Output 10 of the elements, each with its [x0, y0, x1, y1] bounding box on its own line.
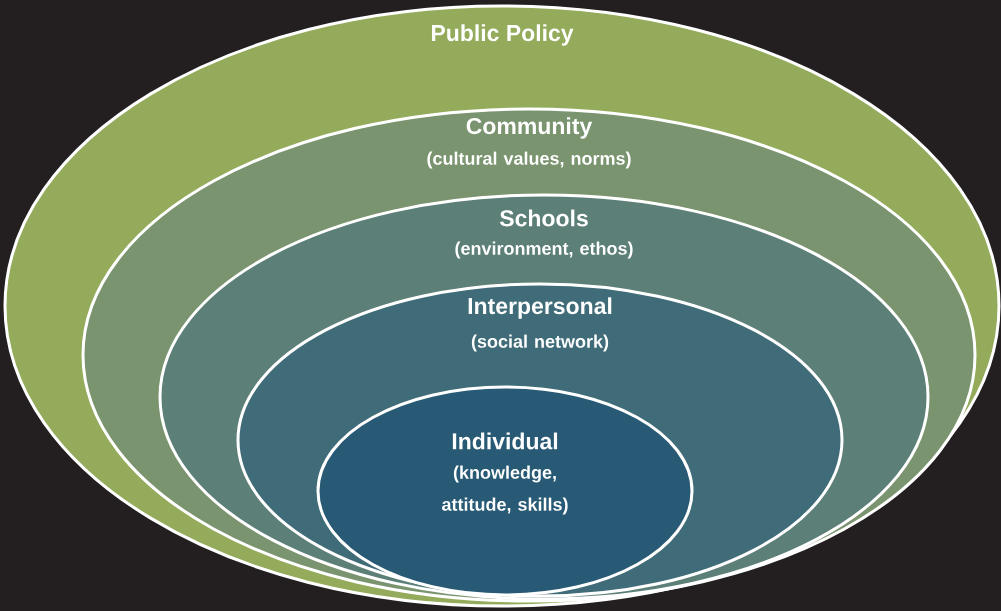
ring-description: (knowledge, attitude, skills)	[442, 465, 568, 515]
ring-heading: Schools	[499, 209, 588, 227]
ring-description: (cultural values, norms)	[427, 151, 631, 169]
ring-heading: Interpersonal	[468, 297, 612, 319]
ring-heading: Individual	[452, 432, 558, 450]
ellipse-ring	[316, 385, 694, 597]
ring-description: (environment, ethos)	[455, 241, 633, 259]
ring-heading: Community	[466, 117, 593, 139]
ring-heading: Public Policy	[431, 24, 574, 46]
ring-description: (social network)	[471, 334, 609, 352]
